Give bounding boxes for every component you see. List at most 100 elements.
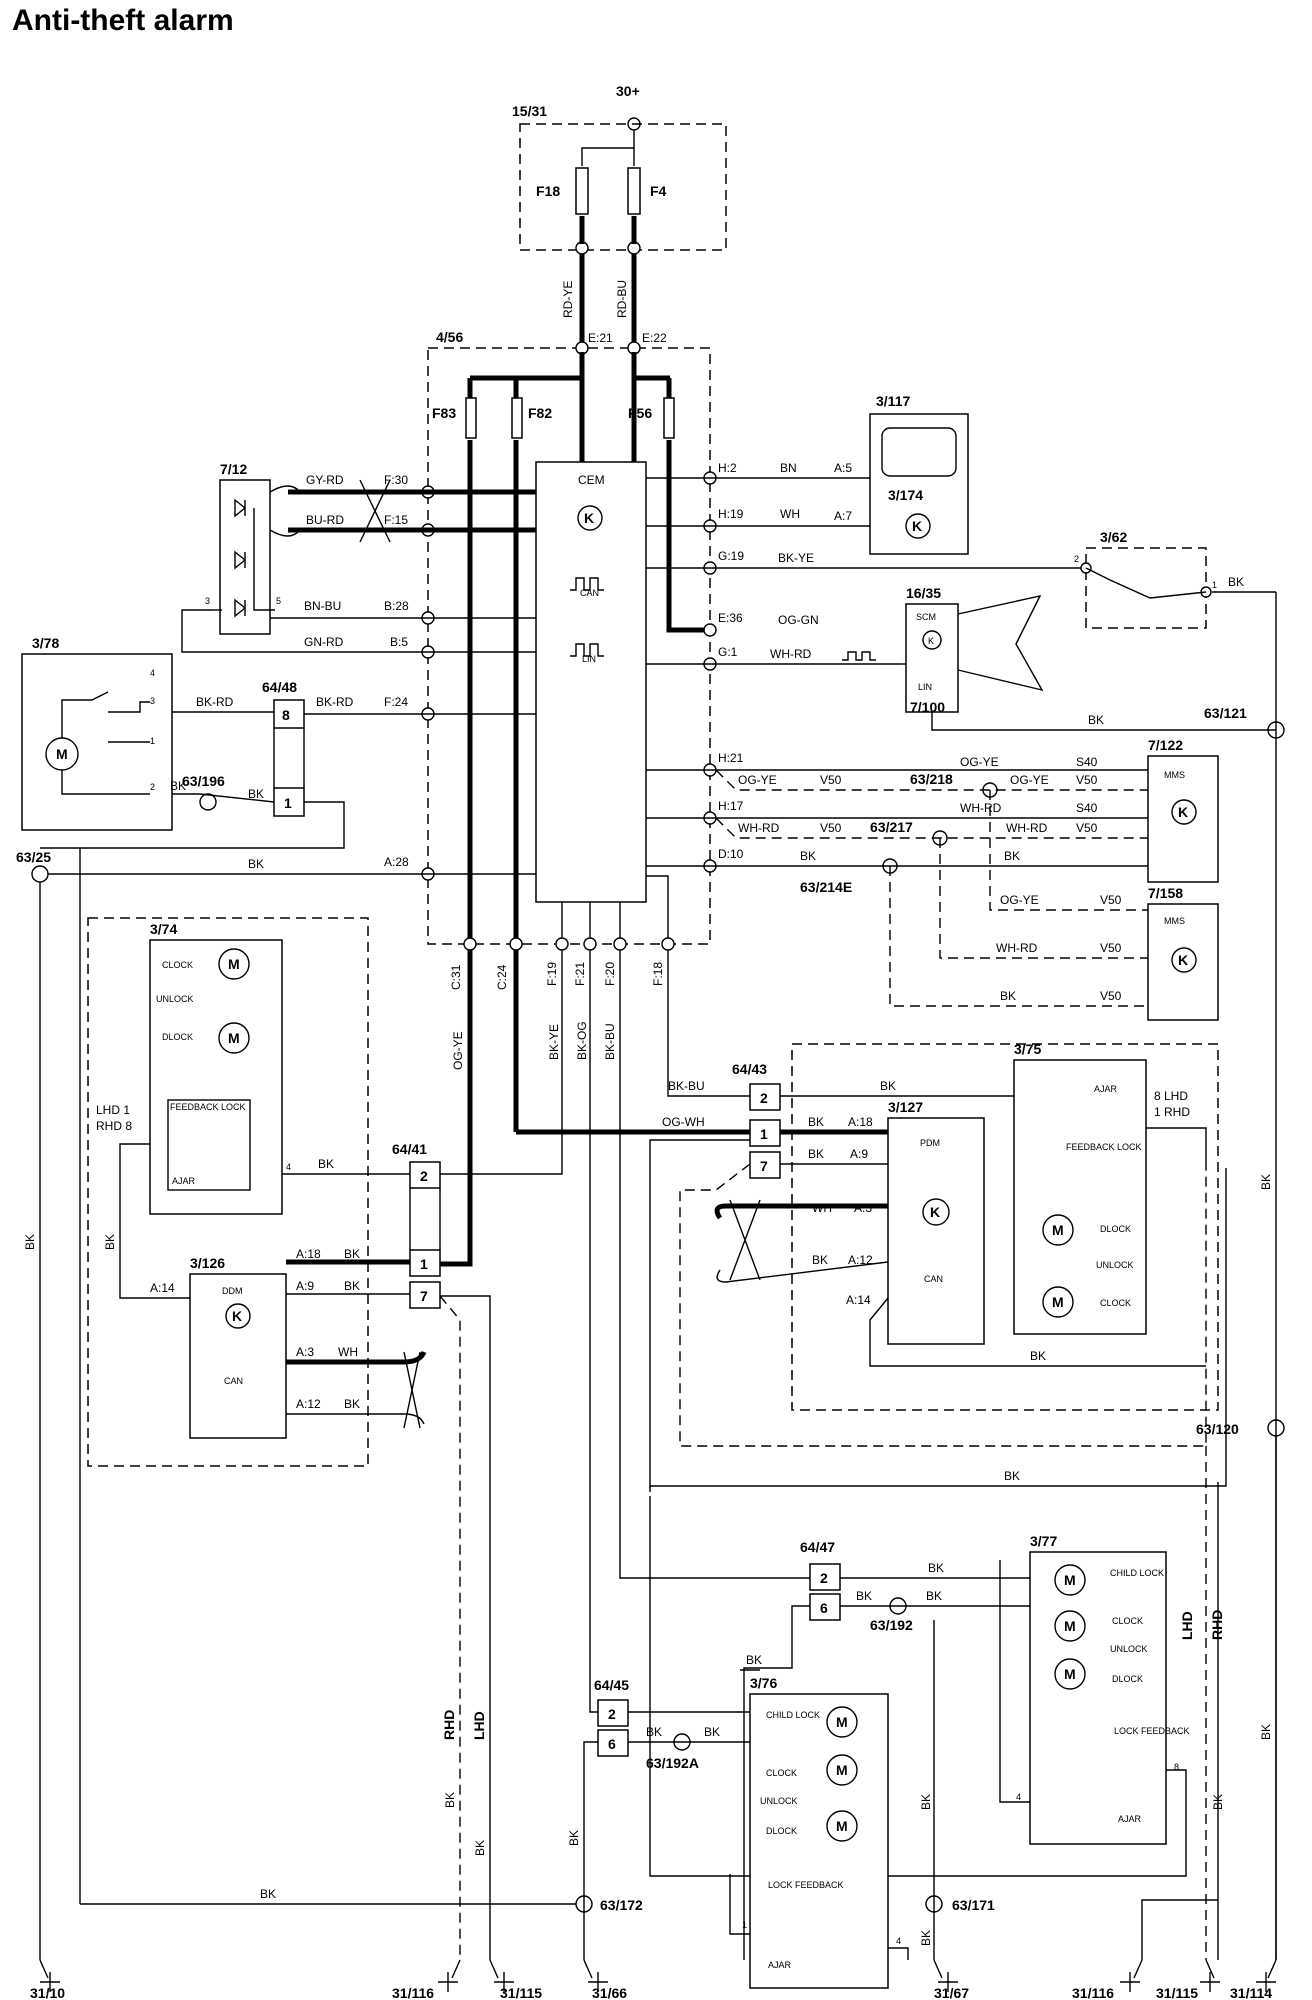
svg-text:BK-RD: BK-RD: [316, 695, 354, 709]
svg-text:2: 2: [608, 1706, 616, 1722]
svg-text:M: M: [1052, 1222, 1064, 1238]
svg-text:8 LHD: 8 LHD: [1154, 1089, 1188, 1103]
svg-text:S40: S40: [1076, 755, 1098, 769]
svg-text:BK: BK: [1000, 989, 1016, 1003]
svg-text:DLOCK: DLOCK: [1100, 1224, 1131, 1234]
cem-can-icon: [570, 577, 604, 591]
ground-31-115b: [1200, 1959, 1220, 1992]
svg-text:CHILD LOCK: CHILD LOCK: [766, 1710, 820, 1720]
svg-text:7/100: 7/100: [910, 699, 945, 715]
svg-text:H:17: H:17: [718, 799, 744, 813]
svg-text:BK: BK: [170, 779, 186, 793]
svg-text:2: 2: [420, 1168, 428, 1184]
ground-label-31-66: 31/66: [592, 1985, 627, 2000]
svg-text:H:21: H:21: [718, 751, 744, 765]
svg-text:DLOCK: DLOCK: [766, 1826, 797, 1836]
svg-text:A:14: A:14: [150, 1281, 175, 1295]
ground-label-31-115b: 31/115: [1156, 1985, 1198, 2000]
feedback-switch-block: [167, 1099, 251, 1191]
cem-lin-icon: [570, 643, 604, 657]
svg-text:M: M: [1052, 1294, 1064, 1310]
svg-text:WH: WH: [812, 1201, 832, 1215]
svg-text:BK: BK: [880, 1079, 896, 1093]
svg-text:16/35: 16/35: [906, 585, 941, 601]
svg-text:3/76: 3/76: [750, 1675, 777, 1691]
svg-text:K: K: [1178, 952, 1188, 968]
svg-text:BN: BN: [780, 461, 797, 475]
svg-text:2: 2: [150, 782, 155, 792]
fuse-f82: [511, 397, 523, 439]
svg-text:DLOCK: DLOCK: [1112, 1674, 1143, 1684]
svg-text:MMS: MMS: [1164, 916, 1185, 926]
ground-31-115a: [489, 1959, 514, 1992]
svg-text:A:3: A:3: [854, 1201, 872, 1215]
fuse-f4: [627, 167, 641, 215]
svg-text:C:24: C:24: [495, 964, 509, 990]
ground-label-31-114: 31/114: [1230, 1985, 1272, 2000]
svg-text:BK: BK: [1004, 1469, 1020, 1483]
splice-63-214e: [882, 858, 898, 874]
wire-rd-ye: RD-YE: [561, 281, 575, 318]
svg-text:1: 1: [742, 1920, 747, 1930]
svg-text:AJAR: AJAR: [1118, 1814, 1142, 1824]
svg-text:CHILD LOCK: CHILD LOCK: [1110, 1568, 1164, 1578]
svg-text:1: 1: [1212, 580, 1217, 590]
comp-16-35: [905, 603, 959, 713]
comp-3-77: [1029, 1551, 1167, 1845]
svg-text:6: 6: [820, 1600, 828, 1616]
ground-label-31-67: 31/67: [934, 1985, 969, 2000]
svg-text:LIN: LIN: [918, 682, 932, 692]
svg-text:3: 3: [205, 596, 210, 606]
svg-text:63/214E: 63/214E: [800, 879, 852, 895]
svg-text:3/75: 3/75: [1014, 1041, 1041, 1057]
svg-text:M: M: [1064, 1666, 1076, 1682]
svg-text:UNLOCK: UNLOCK: [1110, 1644, 1148, 1654]
svg-text:BK: BK: [1259, 1724, 1273, 1740]
svg-text:A:5: A:5: [834, 461, 852, 475]
ground-31-67: [933, 1959, 958, 1992]
svg-text:M: M: [836, 1714, 848, 1730]
svg-text:63/196: 63/196: [182, 773, 225, 789]
svg-text:M: M: [836, 1818, 848, 1834]
fuse-f83: [465, 397, 477, 439]
svg-text:CAN: CAN: [224, 1376, 243, 1386]
svg-text:BK-BU: BK-BU: [668, 1079, 705, 1093]
svg-text:RHD: RHD: [441, 1710, 457, 1740]
ground-31-66: [583, 1959, 608, 1992]
svg-text:BK: BK: [260, 1887, 276, 1901]
svg-text:3/174: 3/174: [888, 487, 923, 503]
svg-text:V50: V50: [1100, 989, 1122, 1003]
svg-text:64/41: 64/41: [392, 1141, 427, 1157]
svg-text:2: 2: [760, 1090, 768, 1106]
svg-text:V50: V50: [820, 773, 842, 787]
svg-text:K: K: [930, 1204, 940, 1220]
svg-text:OG-YE: OG-YE: [1000, 893, 1039, 907]
splice-63-196: [199, 793, 217, 811]
ground-31-114: [1256, 1959, 1277, 1992]
svg-text:BK: BK: [1004, 849, 1020, 863]
svg-text:LHD: LHD: [1179, 1611, 1195, 1640]
ground-label-31-10: 31/10: [30, 1985, 65, 2000]
svg-text:BK: BK: [1088, 713, 1104, 727]
svg-text:OG-YE: OG-YE: [960, 755, 999, 769]
svg-text:3/126: 3/126: [190, 1255, 225, 1271]
svg-text:BK: BK: [1030, 1349, 1046, 1363]
fuse-box-label: 15/31: [512, 103, 547, 119]
svg-text:MMS: MMS: [1164, 770, 1185, 780]
svg-text:BU-RD: BU-RD: [306, 513, 344, 527]
svg-text:BK: BK: [919, 1794, 933, 1810]
svg-text:K: K: [912, 518, 922, 534]
svg-text:WH-RD: WH-RD: [738, 821, 780, 835]
conn-64-43-2: [749, 1083, 781, 1111]
svg-text:3/78: 3/78: [32, 635, 59, 651]
svg-text:RHD: RHD: [1209, 1610, 1225, 1640]
svg-text:F:18: F:18: [651, 962, 665, 986]
comp-7-122: [1147, 755, 1219, 883]
svg-text:3: 3: [150, 696, 155, 706]
svg-text:S40: S40: [1076, 801, 1098, 815]
svg-text:3/62: 3/62: [1100, 529, 1127, 545]
svg-text:3/127: 3/127: [888, 1099, 923, 1115]
svg-text:7/122: 7/122: [1148, 737, 1183, 753]
svg-text:A:7: A:7: [834, 509, 852, 523]
